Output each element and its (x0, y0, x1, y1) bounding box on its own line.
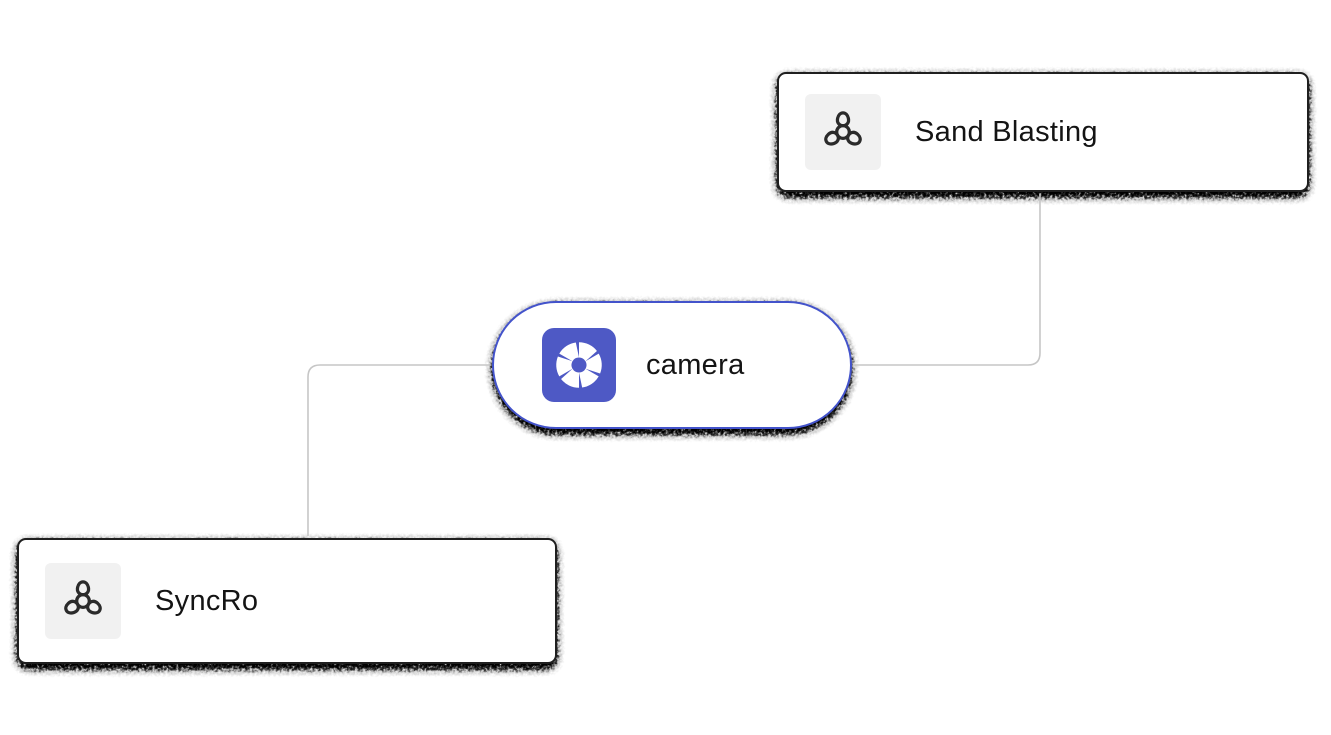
node-syncro[interactable]: SyncRo (17, 538, 557, 664)
node-label: camera (646, 348, 745, 381)
node-camera[interactable]: camera (492, 301, 852, 429)
edge-camera-syncro (307, 364, 491, 536)
fan-icon (45, 563, 121, 639)
node-label: Sand Blasting (915, 115, 1098, 148)
aperture-icon (542, 328, 616, 402)
edge-camera-sand-blasting (853, 194, 1041, 366)
fan-icon (805, 94, 881, 170)
node-sand-blasting[interactable]: Sand Blasting (777, 72, 1309, 192)
node-label: SyncRo (155, 584, 259, 617)
